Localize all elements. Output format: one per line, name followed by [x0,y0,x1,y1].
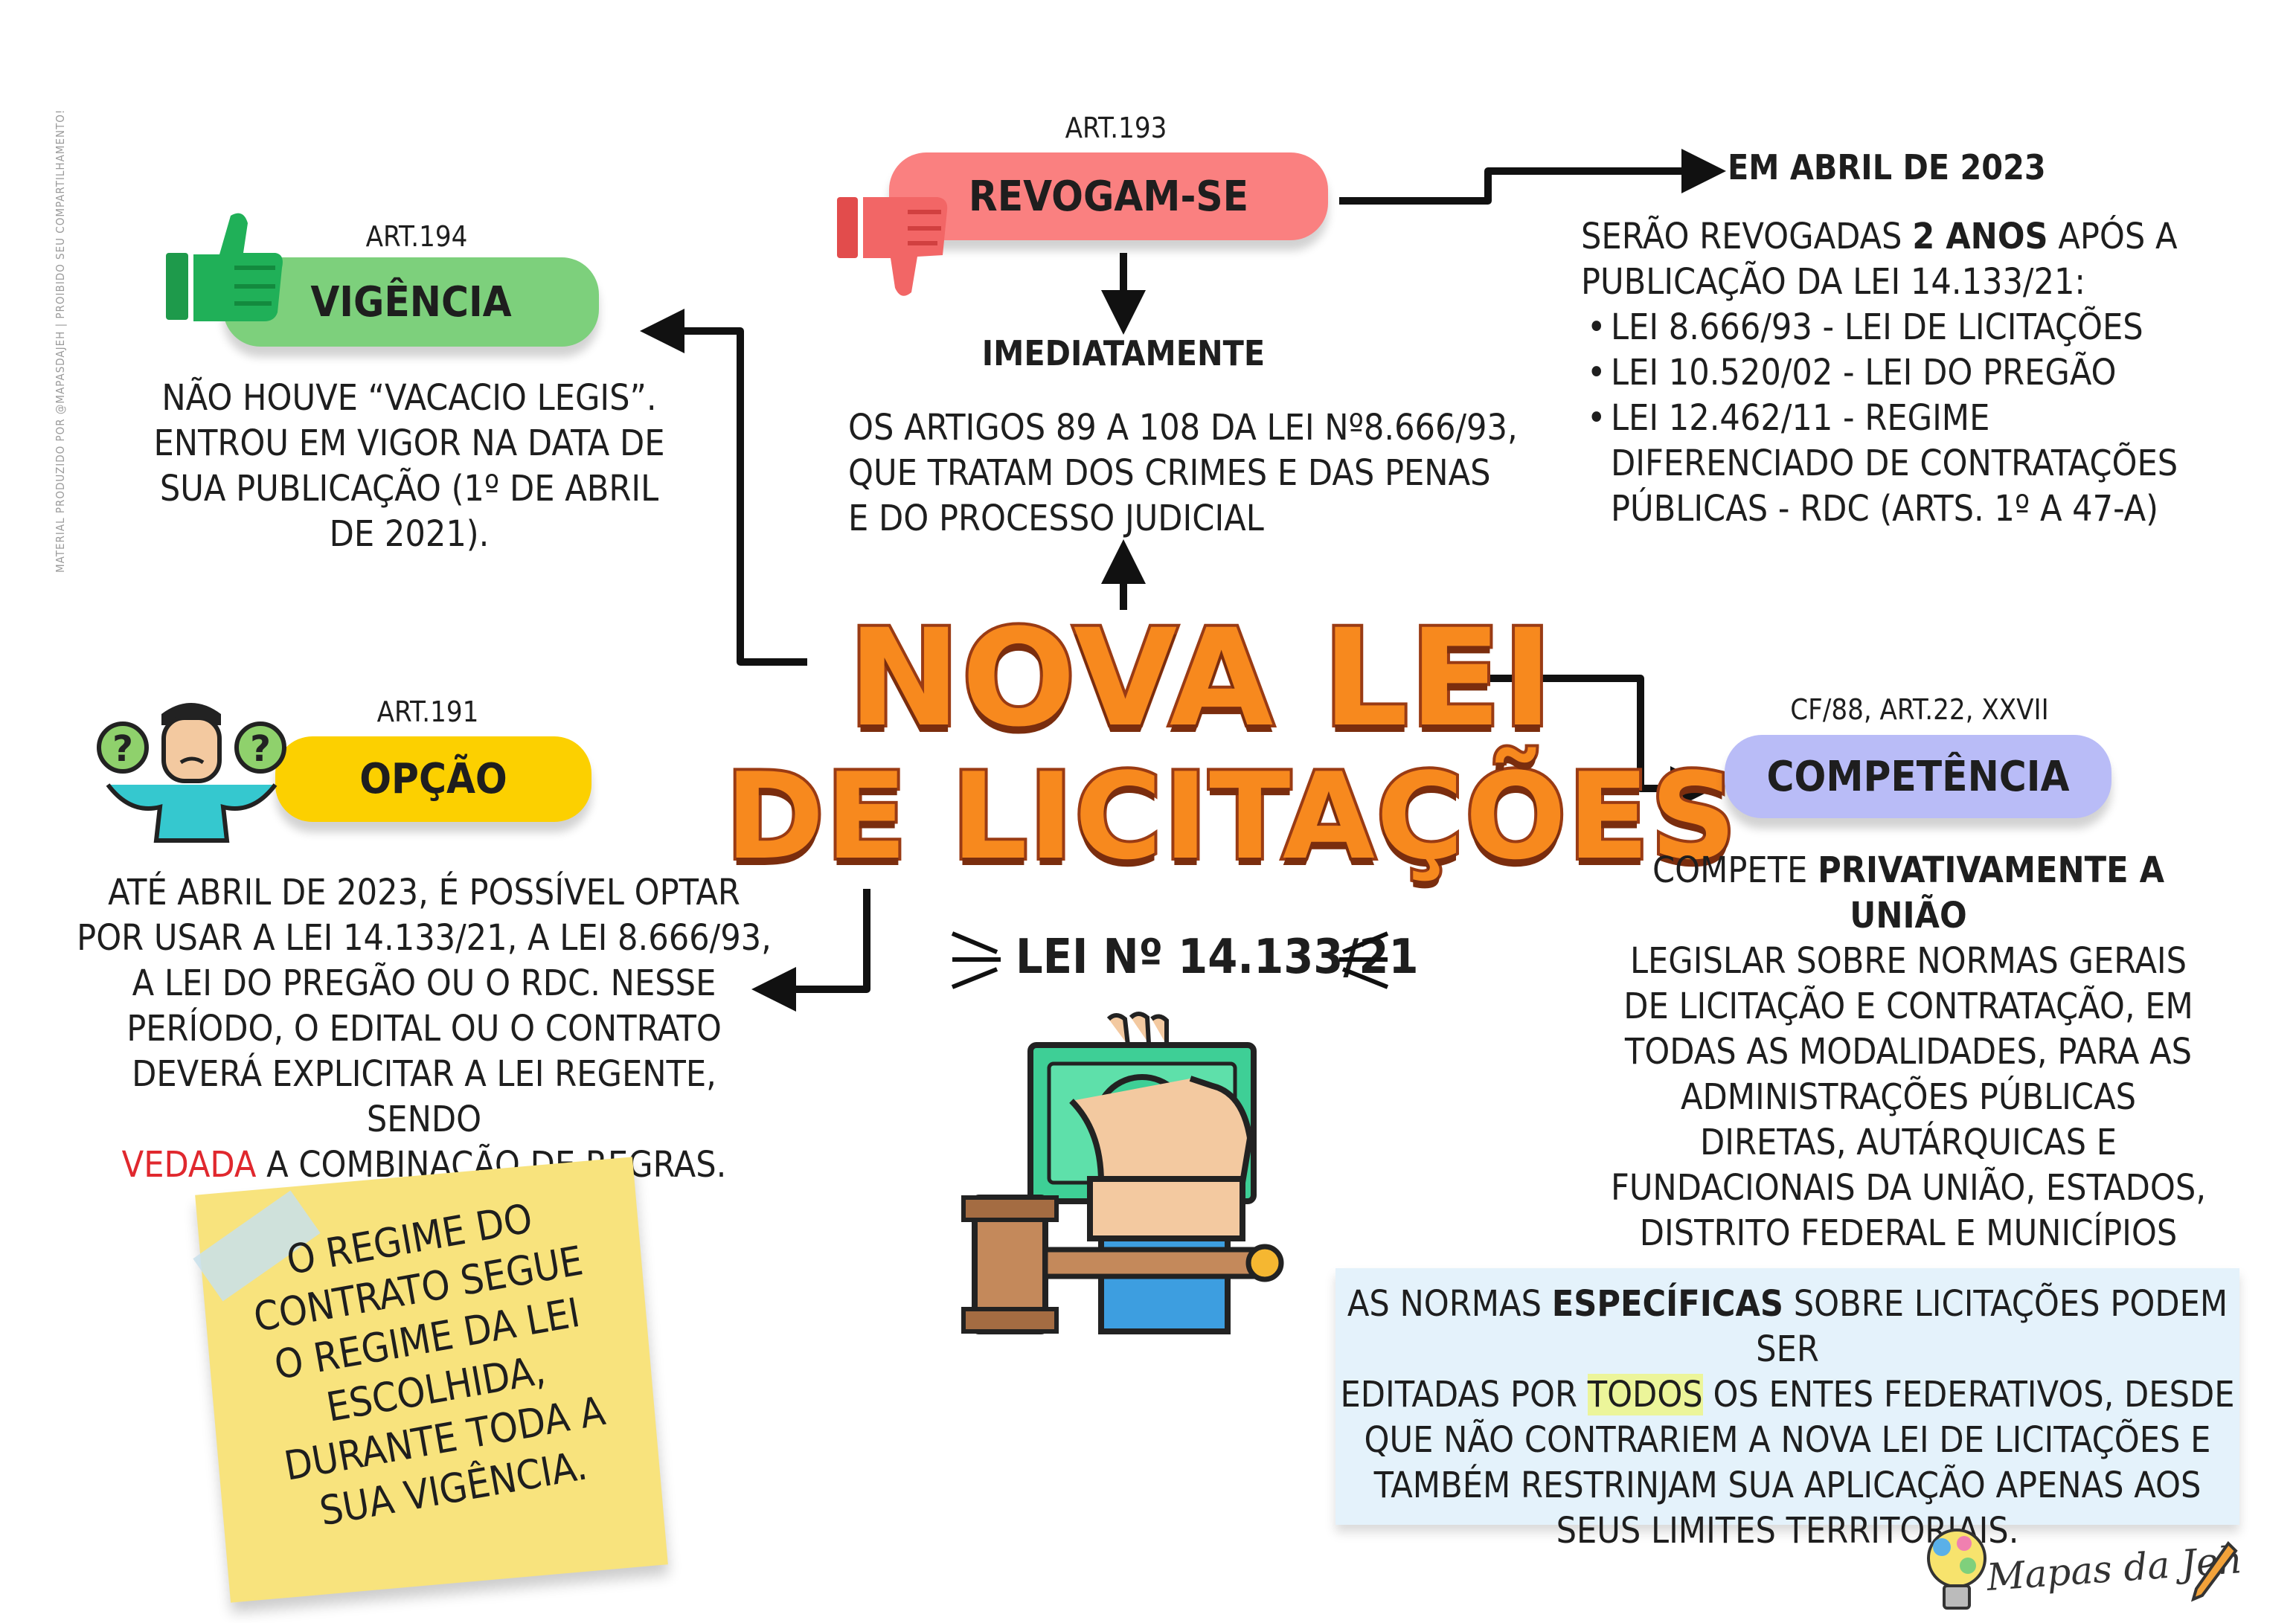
opcao-pill: OPÇÃO [275,736,591,822]
specific-text: OS ENTES FEDERATIVOS, DESDE [1713,1374,2235,1415]
list-item: LEI 10.520/02 - LEI DO PREGÃO [1581,350,2251,396]
immediate-heading: IMEDIATAMENTE [981,333,1266,373]
opcao-text-line: A LEI DO PREGÃO OU O RDC. NESSE [132,962,716,1004]
competencia-text-line: DIRETAS, AUTÁRQUICAS E [1699,1122,2117,1163]
list-item: LEI 12.462/11 - REGIME DIFERENCIADO DE C… [1581,396,2221,532]
specific-norms-box [1335,1268,2239,1525]
vigencia-text-line: ENTROU EM VIGOR NA DATA DE [153,422,665,464]
competencia-text-line: COMPETE [1652,849,1808,891]
immediate-text-line: QUE TRATAM DOS CRIMES E DAS PENAS [848,452,1491,494]
revogam-label: REVOGAM-SE [968,172,1249,221]
opcao-text-line: DEVERÁ EXPLICITAR A LEI REGENTE, SENDO [132,1053,716,1140]
thumbs-down-icon [837,197,948,296]
vigencia-text-line: NÃO HOUVE “VACACIO LEGIS”. [161,377,657,419]
todos-highlight: TODOS [1587,1374,1703,1415]
thumbs-up-icon [166,213,283,321]
competencia-text-line: ADMINISTRAÇÕES PÚBLICAS [1680,1076,2137,1118]
specific-text: SOBRE LICITAÇÕES PODEM SER [1756,1283,2228,1370]
arrow-to-vigencia [640,309,807,666]
revoked-laws-list: LEI 8.666/93 - LEI DE LICITAÇÕES LEI 10.… [1581,305,2251,532]
opcao-article: ART.191 [376,695,479,728]
vigencia-text-line: SUA PUBLICAÇÃO (1º DE ABRIL [159,468,659,510]
competencia-pill: COMPETÊNCIA [1725,735,2111,818]
pencil-icon [2190,1540,2238,1602]
opcao-text-line: POR USAR A LEI 14.133/21, A LEI 8.666/93… [77,917,772,959]
april-intro-bold: 2 ANOS [1912,216,2048,257]
revogam-pill: REVOGAM-SE [889,152,1328,240]
vigencia-article: ART.194 [365,220,468,253]
competencia-bold: PRIVATIVAMENTE A UNIÃO [1818,849,2165,936]
opcao-text-line: PERÍODO, O EDITAL OU O CONTRATO [126,1008,722,1050]
april-intro: APÓS A [2058,216,2178,257]
sparkle-right-icon [1339,931,1389,989]
competencia-text-line: DE LICITAÇÃO E CONTRATAÇÃO, EM [1623,986,2193,1027]
vigencia-pill: VIGÊNCIA [223,257,599,347]
specific-text: TAMBÉM RESTRINJAM SUA APLICAÇÃO APENAS A… [1373,1465,2202,1506]
competencia-text-line: FUNDACIONAIS DA UNIÃO, ESTADOS, [1610,1167,2207,1209]
april-intro: PUBLICAÇÃO DA LEI 14.133/21: [1581,261,2085,303]
main-title-line1: NOVA LEI [845,601,1556,756]
opcao-text-line: ATÉ ABRIL DE 2023, É POSSÍVEL OPTAR [108,872,740,913]
arrow-to-april [1339,149,1726,205]
competencia-text-line: LEGISLAR SOBRE NORMAS GERAIS [1629,940,2187,982]
immediate-text-line: E DO PROCESSO JUDICIAL [848,498,1264,539]
specific-text: AS NORMAS [1347,1283,1542,1325]
doubtful-person-icon: ? ? [97,703,286,843]
specific-bold: ESPECÍFICAS [1551,1283,1784,1325]
competencia-text-line: TODAS AS MODALIDADES, PARA AS [1624,1031,2193,1073]
specific-text: QUE NÃO CONTRARIEM A NOVA LEI DE LICITAÇ… [1364,1419,2211,1461]
vigencia-text-line: DE 2021). [329,513,490,555]
specific-text: EDITADAS POR [1340,1374,1577,1415]
revogam-article: ART.193 [1065,112,1167,144]
opcao-label: OPÇÃO [359,755,507,803]
competencia-article: CF/88, ART.22, XXVII [1790,693,2049,726]
immediate-text-line: OS ARTIGOS 89 A 108 DA LEI Nº8.666/93, [848,407,1518,449]
vedada-word: VEDADA [121,1144,257,1186]
svg-text:?: ? [112,728,133,770]
april-heading: EM ABRIL DE 2023 [1728,147,2046,187]
arrow-to-competencia [1455,675,1715,811]
sparkle-left-icon [951,931,1001,989]
main-title-line2: DE LICITAÇÕES [722,747,1739,887]
competencia-text-line: DISTRITO FEDERAL E MUNICÍPIOS [1639,1212,2178,1254]
money-gavel-illustration: $ [961,1012,1284,1334]
svg-text:?: ? [250,728,271,770]
vigencia-label: VIGÊNCIA [310,277,512,327]
competencia-label: COMPETÊNCIA [1766,752,2070,801]
arrow-to-opcao [751,889,870,1012]
list-item: LEI 8.666/93 - LEI DE LICITAÇÕES [1581,305,2251,350]
specific-text: SEUS LIMITES TERRITORIAIS. [1556,1510,2019,1552]
lightbulb-logo-icon [1927,1529,1986,1610]
april-intro: SERÃO REVOGADAS [1581,216,1902,257]
